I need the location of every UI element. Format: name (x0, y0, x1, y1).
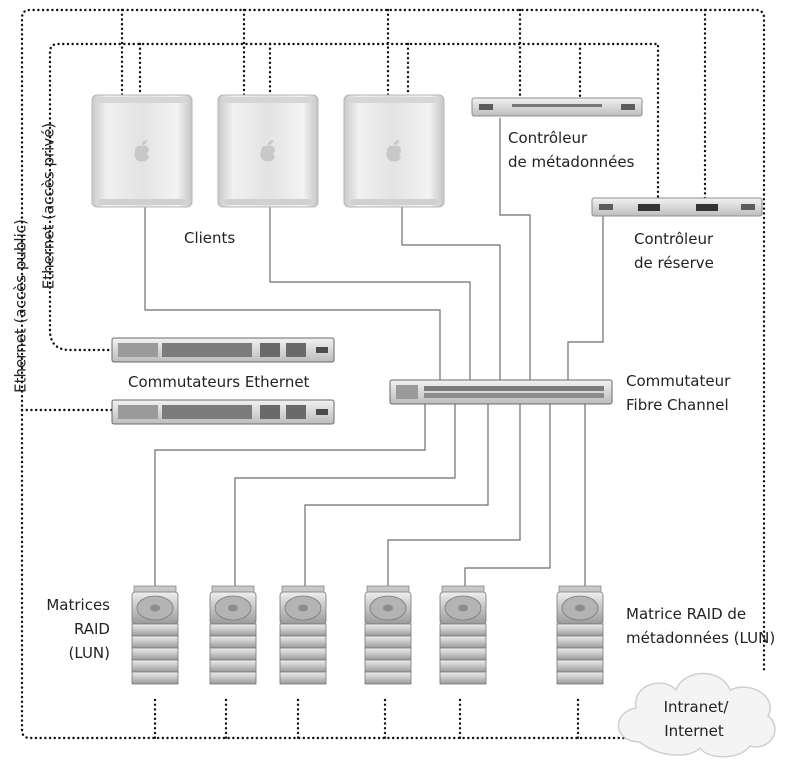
clients-label: Clients (184, 229, 235, 247)
raid-arrays-label-line1: Matrices (46, 596, 110, 614)
metadata-controller-label-line2: de métadonnées (508, 153, 635, 171)
fibre-channel-switch (389, 379, 613, 405)
raid-arrays-label-line3: (LUN) (68, 644, 110, 662)
metadata-controller-server (471, 97, 643, 117)
internet-cloud-icon (617, 672, 776, 758)
fc-switch-label-line2: Fibre Channel (626, 396, 729, 414)
backup-controller-label-line2: de réserve (634, 254, 714, 272)
ethernet-public-label: Ethernet (accès public) (12, 219, 30, 393)
ethernet-switch-2 (111, 399, 335, 425)
client-tower-2 (217, 94, 319, 208)
ethernet-switch-1 (111, 337, 335, 363)
client-tower-3 (343, 94, 445, 208)
raid-array-3 (279, 585, 327, 685)
raid-array-4 (364, 585, 412, 685)
raid-array-5 (439, 585, 487, 685)
ethernet-private-network (48, 42, 660, 352)
client-tower-1 (91, 94, 193, 208)
backup-controller-label-line1: Contrôleur (634, 230, 714, 248)
internet-label-line1: Intranet/ (664, 698, 730, 716)
fibre-channel-cables (144, 118, 604, 590)
metadata-raid-array (556, 585, 604, 685)
ethernet-private-label: Ethernet (accès privé) (40, 123, 58, 290)
backup-controller-server (591, 197, 763, 217)
raid-array-1 (131, 585, 179, 685)
metadata-raid-label-line1: Matrice RAID de (626, 605, 746, 623)
metadata-raid-label-line2: métadonnées (LUN) (626, 629, 775, 647)
raid-arrays-label-line2: RAID (74, 620, 110, 638)
fc-switch-label-line1: Commutateur (626, 372, 731, 390)
ethernet-switches-label: Commutateurs Ethernet (128, 373, 310, 391)
raid-array-2 (209, 585, 257, 685)
metadata-controller-label-line1: Contrôleur (508, 129, 588, 147)
internet-label-line2: Internet (664, 722, 724, 740)
ethernet-public-network (20, 8, 766, 740)
